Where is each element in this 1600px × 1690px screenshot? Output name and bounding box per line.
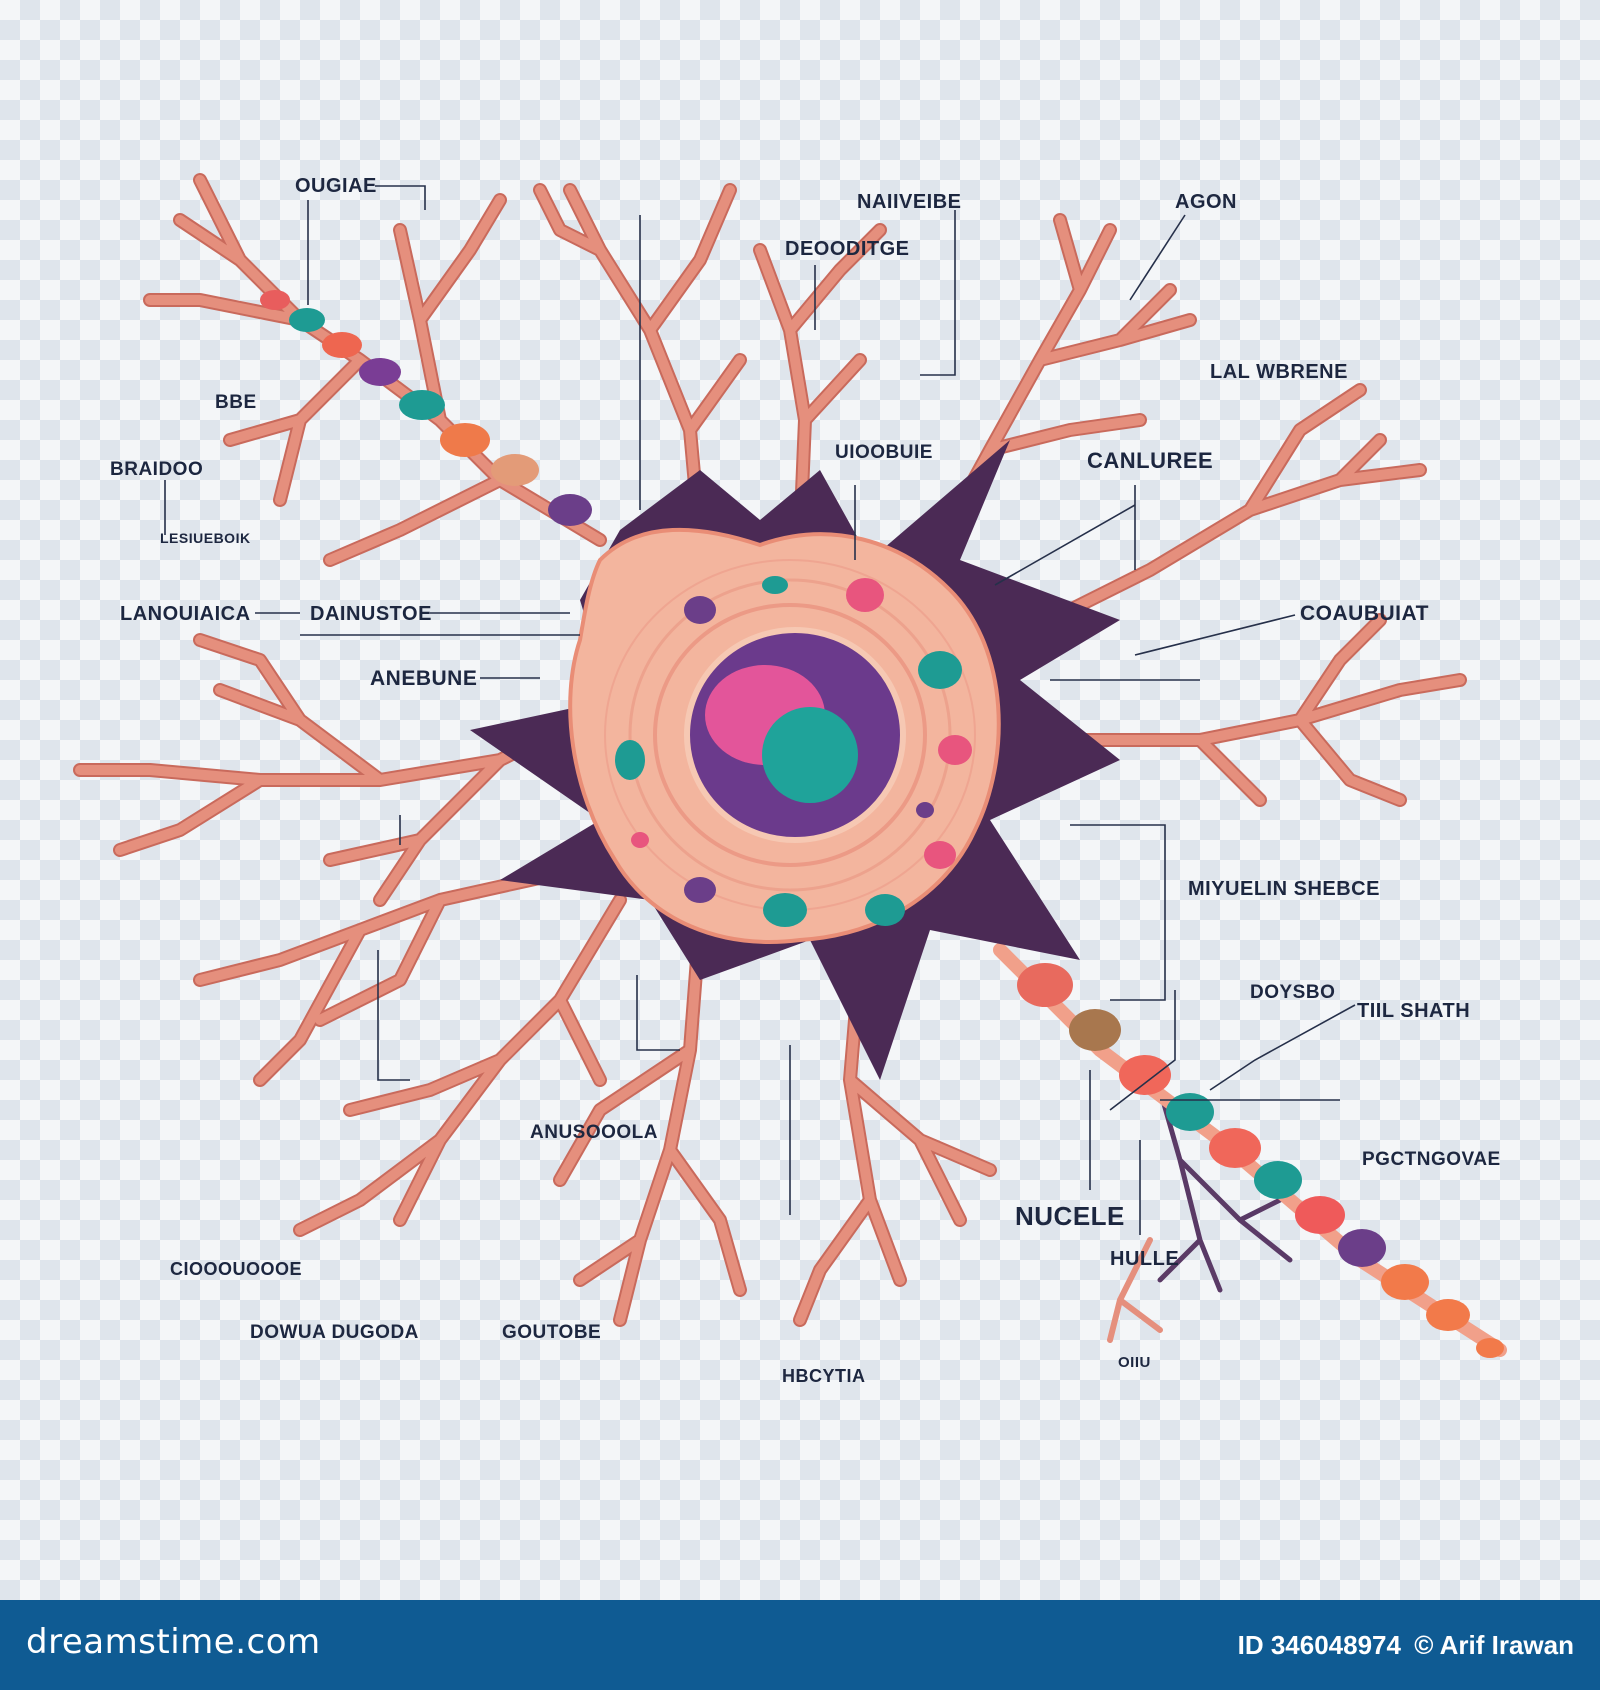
footer-brand: dreamstime.com: [26, 1622, 321, 1662]
dendrite-branch-bottom: [553, 913, 997, 1327]
footer-image-id: ID 346048974: [1237, 1630, 1401, 1660]
dendrite-branch-lower-left: [193, 853, 627, 1237]
label-lesiueboik: LESIUEBOIK: [160, 530, 251, 546]
label-pgctngovae: PGCTNGOVAE: [1362, 1149, 1501, 1170]
organelles: [615, 576, 972, 927]
label-ciooouoooe: CIOOOUOOOE: [170, 1259, 302, 1279]
label-dowua-dugoda: DOWUA DUGODA: [250, 1322, 419, 1343]
label-lal-wbrene: LAL WBRENE: [1210, 361, 1348, 383]
axon-terminals: [1107, 1087, 1293, 1343]
axon-beads-lower-right: [993, 943, 1507, 1358]
label-oiiu: OIIU: [1118, 1354, 1151, 1371]
label-hbcytia: HBCYTIA: [782, 1366, 866, 1386]
label-deooditge: DEOODITGE: [785, 238, 910, 260]
label-goutobe: GOUTOBE: [502, 1322, 601, 1343]
label-tiil-shath: TIIL SHATH: [1357, 1000, 1470, 1022]
label-doysbo: DOYSBO: [1250, 982, 1335, 1003]
label-anebune: ANEBUNE: [370, 667, 477, 690]
footer-credit: ID 346048974 © Arif Irawan: [1232, 1630, 1574, 1661]
label-braidoo: BRAIDOO: [110, 459, 203, 480]
dendrite-branch-right: [1043, 383, 1467, 807]
dendrite-branch-top: [533, 183, 887, 547]
neuron-diagram: OUGIAE NAIIVEIBE AGON DEOODITGE BBE LAL …: [73, 173, 1507, 1386]
label-miyuelin-shebce: MIYUELIN SHEBCE: [1188, 878, 1380, 900]
label-agon: AGON: [1175, 191, 1237, 213]
label-bbe: BBE: [215, 392, 257, 413]
cell-body: [470, 440, 1120, 1080]
dendrites: [73, 173, 1467, 1343]
label-uiooobuie: UIOOBUIE: [835, 442, 933, 463]
dendrite-branch-left: [73, 633, 627, 907]
leader-lines: [164, 185, 1356, 1235]
dendrite-branch-top-left: [143, 173, 607, 567]
footer-author: © Arif Irawan: [1414, 1630, 1574, 1660]
labels: OUGIAE NAIIVEIBE AGON DEOODITGE BBE LAL …: [110, 175, 1501, 1386]
label-anusooola: ANUSOOOLA: [530, 1122, 658, 1143]
label-lanouiaica: LANOUIAICA: [120, 603, 251, 625]
label-naiiveibe: NAIIVEIBE: [857, 191, 962, 213]
label-coaubuiat: COAUBUIAT: [1300, 602, 1429, 625]
stock-footer-bar: dreamstime.com ID 346048974 © Arif Irawa…: [0, 1600, 1600, 1690]
nucleus: [684, 627, 906, 843]
label-hulle: HULLE: [1110, 1248, 1179, 1270]
diagram-canvas: OUGIAE NAIIVEIBE AGON DEOODITGE BBE LAL …: [0, 0, 1600, 1600]
label-nucele: NUCELE: [1015, 1201, 1125, 1231]
label-dainustoe: DAINUSTOE: [310, 603, 432, 625]
label-ougiae: OUGIAE: [295, 175, 377, 197]
myelin-beads-upper-left: [260, 290, 592, 526]
dendrite-branch-top-right: [923, 213, 1197, 567]
label-canluree: CANLUREE: [1087, 448, 1213, 473]
